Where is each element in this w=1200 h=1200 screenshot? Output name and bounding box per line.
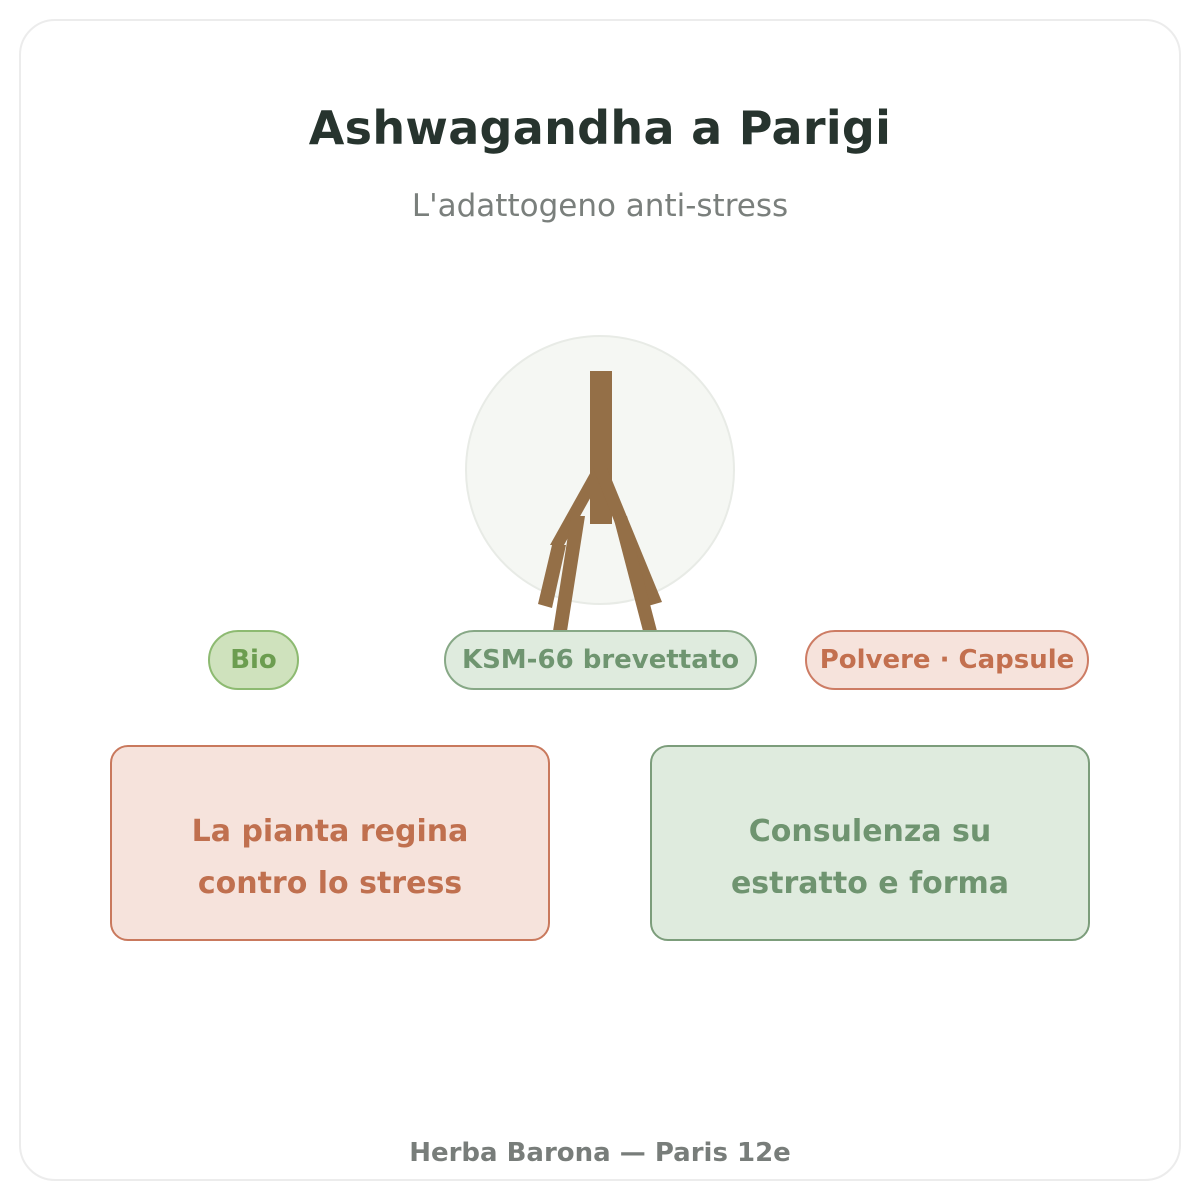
tag-forms: Polvere · Capsule [805, 630, 1089, 690]
tag-bio: Bio [208, 630, 299, 690]
tag-ksm66: KSM-66 brevettato [444, 630, 757, 690]
info-box-stress-text: La pianta regina contro lo stress [191, 814, 469, 901]
root-icon [538, 371, 662, 631]
footer-text: Herba Barona — Paris 12e [409, 1138, 791, 1168]
info-box-consultation: Consulenza su estratto e forma [650, 745, 1090, 941]
page-subtitle: L'adattogeno anti-stress [411, 188, 789, 224]
page-title: Ashwagandha a Parigi [308, 101, 892, 155]
info-box-consultation-text: Consulenza su estratto e forma [730, 814, 1010, 901]
info-box-stress: La pianta regina contro lo stress [110, 745, 550, 941]
